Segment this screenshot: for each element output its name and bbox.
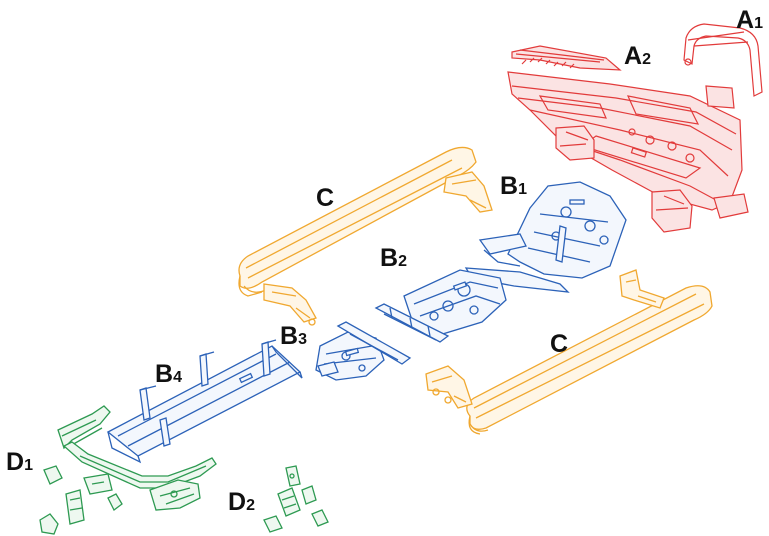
label-d2: D2 [228, 488, 255, 516]
part-d1-tow-hitch [39, 405, 217, 535]
label-b4: B4 [155, 360, 182, 388]
part-b3-transfer-case-plate [315, 321, 412, 381]
part-b4-fuel-tank-guard [106, 339, 303, 464]
part-c-lower-side-step [425, 269, 713, 435]
label-a1: A1 [736, 6, 763, 34]
part-b1-front-skid-plate [464, 181, 627, 293]
label-b2: B2 [380, 244, 407, 272]
label-d1: D1 [6, 448, 33, 476]
part-c-upper-side-step [238, 146, 493, 326]
label-b1: B1 [500, 172, 527, 200]
label-c-upper: C [316, 184, 335, 212]
part-d2-hitch-brackets [263, 465, 329, 533]
label-b3: B3 [280, 322, 307, 350]
label-a2: A2 [624, 42, 651, 70]
part-b2-middle-skid-plate [374, 269, 507, 343]
part-a2-front-bumper [507, 45, 749, 233]
part-a1-bull-bar [683, 23, 763, 97]
label-c-lower: C [550, 330, 569, 358]
